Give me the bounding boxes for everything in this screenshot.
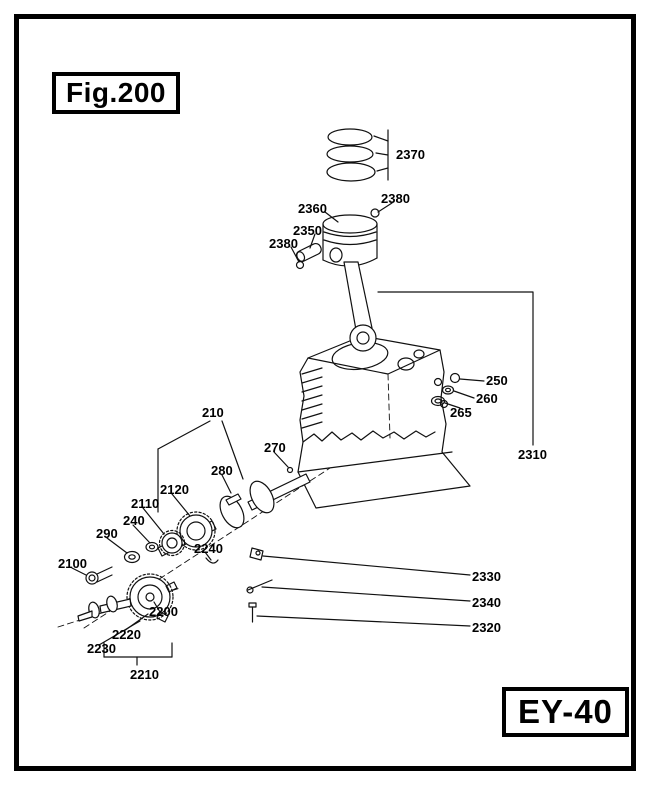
- figure-number: Fig.200: [66, 77, 166, 108]
- leader-lines: [71, 129, 534, 666]
- page-border: [14, 14, 636, 771]
- washer-260: [441, 385, 455, 395]
- washer-290: [123, 550, 141, 564]
- part-label-2350: 2350: [293, 223, 322, 238]
- part-label-210: 210: [202, 405, 224, 420]
- part-label-2210: 2210: [130, 667, 159, 682]
- part-label-2240: 2240: [194, 541, 223, 556]
- part-label-2370: 2370: [396, 147, 425, 162]
- gear-2120: [179, 514, 213, 548]
- key-280: [225, 493, 242, 506]
- part-label-240: 240: [123, 513, 145, 528]
- part-label-260: 260: [476, 391, 498, 406]
- ball-250: [449, 372, 461, 384]
- part-label-2120: 2120: [160, 482, 189, 497]
- figure-number-box: Fig.200: [52, 72, 180, 114]
- pin-270: [286, 466, 294, 474]
- part-label-2100: 2100: [58, 556, 87, 571]
- bracket-2330: [249, 547, 264, 561]
- washer-265: [430, 395, 446, 407]
- lever-2340: [247, 579, 273, 591]
- part-label-2310: 2310: [518, 447, 547, 462]
- part-label-2380-side: 2380: [269, 236, 298, 251]
- piston-pin: [295, 242, 322, 263]
- piston-pin-clip-side: [295, 260, 305, 270]
- part-label-2230: 2230: [87, 641, 116, 656]
- bolt-2100: [85, 566, 113, 585]
- part-label-2360: 2360: [298, 201, 327, 216]
- washer-240: [145, 541, 159, 553]
- part-label-280: 280: [211, 463, 233, 478]
- gear-2110: [161, 532, 183, 554]
- part-label-2380-top: 2380: [381, 191, 410, 206]
- bolt-2320: [248, 602, 257, 623]
- part-label-2220: 2220: [112, 627, 141, 642]
- part-label-2200: 2200: [149, 604, 178, 619]
- part-label-290: 290: [96, 526, 118, 541]
- governor-parts: [246, 547, 273, 623]
- bearing-parts: [430, 372, 461, 407]
- crankcase-block: [297, 335, 471, 509]
- clip-2240: [205, 557, 219, 564]
- piston: [322, 214, 378, 267]
- part-label-2330: 2330: [472, 569, 501, 584]
- gear-2200: [129, 576, 171, 618]
- model-number: EY-40: [518, 693, 613, 730]
- piston-rings: [326, 128, 376, 182]
- connecting-rod: [343, 261, 377, 352]
- piston-pin-clip-top: [370, 208, 380, 218]
- camshaft-assembly: [57, 573, 181, 628]
- crankshaft-assembly: [83, 466, 331, 629]
- part-label-2110: 2110: [131, 496, 160, 511]
- model-number-box: EY-40: [502, 687, 629, 737]
- part-label-2340: 2340: [472, 595, 501, 610]
- part-label-250: 250: [486, 373, 508, 388]
- part-label-265: 265: [450, 405, 472, 420]
- part-label-2320: 2320: [472, 620, 501, 635]
- part-label-270: 270: [264, 440, 286, 455]
